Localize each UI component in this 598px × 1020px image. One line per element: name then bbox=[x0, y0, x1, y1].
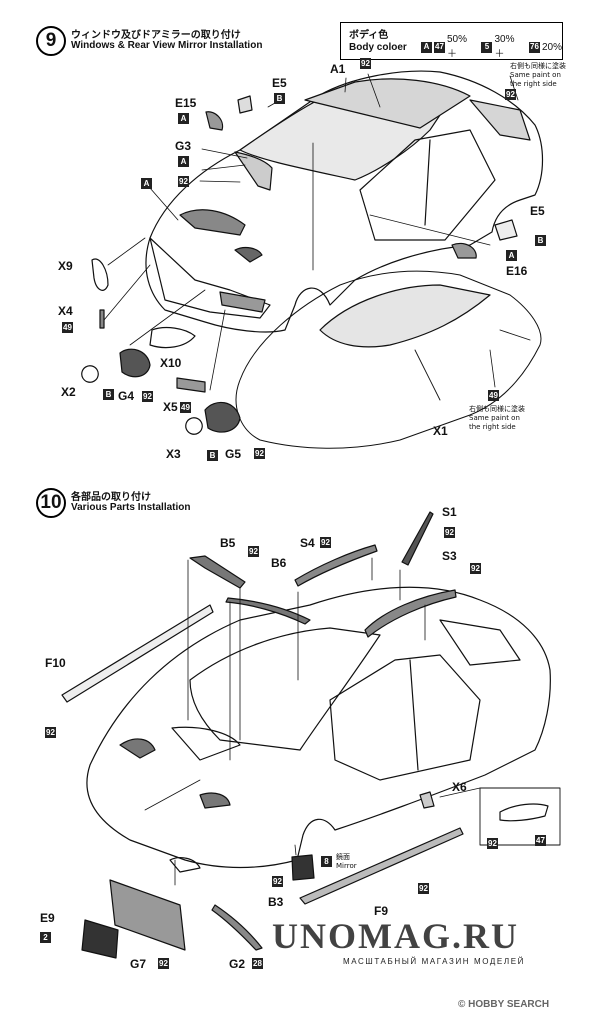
code-g7: 92 bbox=[158, 958, 169, 969]
label-x6: X6 bbox=[452, 780, 467, 794]
label-e9: E9 bbox=[40, 911, 55, 925]
code-x6-a: 92 bbox=[487, 838, 498, 849]
label-g3: G3 bbox=[175, 139, 192, 153]
paint-ratio-76: 20% bbox=[541, 41, 562, 53]
legend-formula: A 47 50% ＋ 5 30% ＋ 76 20% bbox=[421, 34, 562, 60]
code-s1: 92 bbox=[444, 527, 455, 538]
same-paint-note-top: 右側も同様に塗装 Same paint on the right side bbox=[510, 62, 566, 89]
label-e15: E15 bbox=[175, 96, 197, 110]
step-9-title-jp: ウィンドウ及びドアミラーの取り付け bbox=[71, 30, 241, 41]
label-b5: B5 bbox=[220, 536, 236, 550]
same-paint-note-bottom: 右側も同様に塗装 Same paint on the right side bbox=[469, 405, 525, 432]
step-10-title-en: Various Parts Installation bbox=[71, 502, 191, 513]
label-e5-right: E5 bbox=[530, 204, 545, 218]
mirror-note: 鏡面 Mirror bbox=[336, 853, 357, 871]
code-x1: 49 bbox=[488, 390, 499, 401]
same-paint-note-top-en2: the right side bbox=[510, 80, 557, 88]
step10-leader-lines bbox=[144, 557, 481, 886]
paint-code-76: 76 bbox=[528, 41, 540, 53]
code-x4: 49 bbox=[62, 322, 73, 333]
step-10-title-jp: 各部品の取り付け bbox=[71, 492, 151, 503]
code-b5: 92 bbox=[248, 546, 259, 557]
mirror-note-en: Mirror bbox=[336, 862, 357, 870]
code-f9: 92 bbox=[418, 883, 429, 894]
step10-parts bbox=[61, 511, 561, 959]
label-x4: X4 bbox=[58, 304, 73, 318]
code-e9: 2 bbox=[40, 932, 51, 943]
code-s4: 92 bbox=[320, 537, 331, 548]
same-paint-note-top-en1: Same paint on bbox=[510, 71, 561, 79]
step-9-number: 9 bbox=[36, 26, 66, 56]
step9-car-body bbox=[145, 70, 544, 333]
code-g3-paint: 92 bbox=[178, 176, 189, 187]
legend-title-en: Body coloer bbox=[349, 42, 407, 53]
label-b3: B3 bbox=[268, 895, 284, 909]
hobby-search-mark: © HOBBY SEARCH bbox=[458, 999, 550, 1010]
step10-car-body bbox=[86, 586, 551, 873]
same-paint-note-top-jp: 右側も同様に塗装 bbox=[510, 62, 566, 70]
step9-small-parts bbox=[81, 95, 518, 435]
paint-ratio-5: 30% ＋ bbox=[494, 34, 515, 60]
step9-window-glass bbox=[235, 270, 542, 449]
step-9-title-en: Windows & Rear View Mirror Installation bbox=[71, 40, 263, 51]
label-a1: A1 bbox=[330, 62, 346, 76]
paint-ratio-47: 50% ＋ bbox=[447, 34, 468, 60]
paint-code-47: 47 bbox=[434, 41, 445, 53]
label-x10: X10 bbox=[160, 356, 182, 370]
code-a1-paint: 92 bbox=[360, 58, 371, 69]
label-b6: B6 bbox=[271, 556, 287, 570]
code-e16: A bbox=[506, 250, 517, 261]
paint-code-a: A bbox=[421, 41, 432, 53]
code-g2: 28 bbox=[252, 958, 263, 969]
code-e5-right: B bbox=[535, 235, 546, 246]
label-x2: X2 bbox=[61, 385, 76, 399]
code-body-mark: A bbox=[141, 178, 152, 189]
code-s3: 92 bbox=[470, 563, 481, 574]
code-b3-mark: 8 bbox=[321, 856, 332, 867]
code-x3: B bbox=[207, 450, 218, 461]
code-f10: 92 bbox=[45, 727, 56, 738]
watermark-main: UNOMAG.RU bbox=[272, 916, 519, 956]
code-top-right: 92 bbox=[505, 89, 516, 100]
same-paint-note-bottom-en2: the right side bbox=[469, 423, 516, 431]
label-g5: G5 bbox=[225, 447, 242, 461]
label-s4: S4 bbox=[300, 536, 315, 550]
label-x1: X1 bbox=[433, 424, 448, 438]
code-x6-b: 47 bbox=[535, 835, 546, 846]
watermark-sub: МАСШТАБНЫЙ МАГАЗИН МОДЕЛЕЙ bbox=[343, 957, 525, 966]
label-g7: G7 bbox=[130, 957, 147, 971]
label-f10: F10 bbox=[45, 656, 66, 670]
paint-code-5: 5 bbox=[481, 41, 493, 53]
same-paint-note-bottom-jp: 右側も同様に塗装 bbox=[469, 405, 525, 413]
label-f9: F9 bbox=[374, 904, 389, 918]
code-b3: 92 bbox=[272, 876, 283, 887]
label-x5: X5 bbox=[163, 400, 178, 414]
label-s1: S1 bbox=[442, 505, 457, 519]
label-g4: G4 bbox=[118, 389, 135, 403]
code-g3-mark: A bbox=[178, 156, 189, 167]
label-x9: X9 bbox=[58, 259, 73, 273]
label-g2: G2 bbox=[229, 957, 246, 971]
code-x5: 49 bbox=[180, 402, 191, 413]
body-color-legend: ボディ色 Body coloer A 47 50% ＋ 5 30% ＋ 76 2… bbox=[340, 22, 563, 60]
step-10-number: 10 bbox=[36, 488, 66, 518]
same-paint-note-bottom-en1: Same paint on bbox=[469, 414, 520, 422]
step9-leader-lines bbox=[103, 73, 519, 391]
label-s3: S3 bbox=[442, 549, 457, 563]
label-e5-top: E5 bbox=[272, 76, 287, 90]
code-e15: A bbox=[178, 113, 189, 124]
legend-title-jp: ボディ色 bbox=[349, 30, 389, 41]
code-g4: 92 bbox=[142, 391, 153, 402]
label-x3: X3 bbox=[166, 447, 181, 461]
code-x2: B bbox=[103, 389, 114, 400]
label-e16: E16 bbox=[506, 264, 528, 278]
code-e5-top: B bbox=[274, 93, 285, 104]
code-g5: 92 bbox=[254, 448, 265, 459]
mirror-note-jp: 鏡面 bbox=[336, 853, 350, 861]
